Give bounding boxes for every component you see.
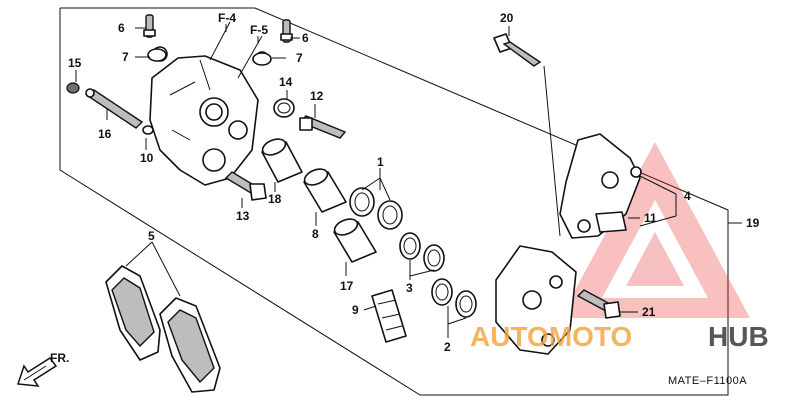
bleeder-cap-right xyxy=(252,52,272,66)
seal-set-2 xyxy=(431,278,477,318)
callout-labels: 6 7 F-4 F-5 6 7 15 14 12 16 10 18 13 8 1… xyxy=(68,11,760,354)
front-direction-arrow: FR. xyxy=(16,351,69,387)
callout-11: 11 xyxy=(644,211,657,225)
leader-lines xyxy=(75,21,742,338)
callout-18: 18 xyxy=(268,192,282,206)
callout-f4: F-4 xyxy=(218,11,236,25)
callout-10: 10 xyxy=(140,151,154,165)
brake-pad-rear xyxy=(159,297,221,393)
pad-spring-9 xyxy=(371,289,407,343)
callout-15: 15 xyxy=(68,56,82,70)
callout-16: 16 xyxy=(98,127,112,141)
pad-pin-16 xyxy=(85,88,144,129)
diagram-code: MATE–F1100A xyxy=(668,375,747,387)
callout-8: 8 xyxy=(312,227,319,241)
callout-12: 12 xyxy=(310,89,324,103)
section-ref-arrows xyxy=(225,24,259,44)
callout-3: 3 xyxy=(406,281,413,295)
callout-20: 20 xyxy=(500,11,514,25)
direction-label: FR. xyxy=(50,351,69,365)
seal-set-3 xyxy=(399,232,445,272)
callout-6-right: 6 xyxy=(302,31,309,45)
bleeder-screw-left xyxy=(143,14,156,38)
callout-14: 14 xyxy=(279,75,293,89)
slide-pin-12 xyxy=(298,115,347,139)
pin-cap-15 xyxy=(66,82,80,94)
brake-pad-front xyxy=(105,265,161,361)
seal-set-1 xyxy=(349,187,403,230)
caliper-body xyxy=(149,46,269,186)
watermark-text: AUTOMOTO HUB xyxy=(470,321,769,352)
bracket-clip-11 xyxy=(595,211,627,233)
watermark-logo xyxy=(560,142,750,318)
callout-7-left: 7 xyxy=(122,50,129,64)
washer-10 xyxy=(142,125,154,135)
callout-9: 9 xyxy=(352,303,359,317)
piston-17 xyxy=(333,218,377,263)
bleeder-cap-left xyxy=(147,48,167,62)
callout-19: 19 xyxy=(746,216,760,230)
callout-1: 1 xyxy=(377,155,384,169)
piston-18 xyxy=(261,138,303,183)
callout-f5: F-5 xyxy=(250,23,268,37)
piston-8 xyxy=(303,168,347,213)
callout-17: 17 xyxy=(340,279,354,293)
callout-21: 21 xyxy=(642,305,656,319)
bolt-20 xyxy=(493,33,542,67)
callout-2: 2 xyxy=(444,340,451,354)
callout-5: 5 xyxy=(148,229,155,243)
callout-13: 13 xyxy=(236,209,250,223)
caliper-half-right xyxy=(495,245,577,355)
callout-7-right: 7 xyxy=(296,51,303,65)
callout-4: 4 xyxy=(684,189,691,203)
boot-14 xyxy=(273,98,295,118)
bolt-21 xyxy=(576,289,621,319)
watermark-word-automoto: AUTOMOTO xyxy=(470,321,632,352)
watermark-word-hub: HUB xyxy=(708,321,769,352)
callout-6-left: 6 xyxy=(118,21,125,35)
bolt-13 xyxy=(224,171,267,201)
bleeder-screw-right xyxy=(280,19,293,43)
diagram-frame xyxy=(59,7,729,396)
